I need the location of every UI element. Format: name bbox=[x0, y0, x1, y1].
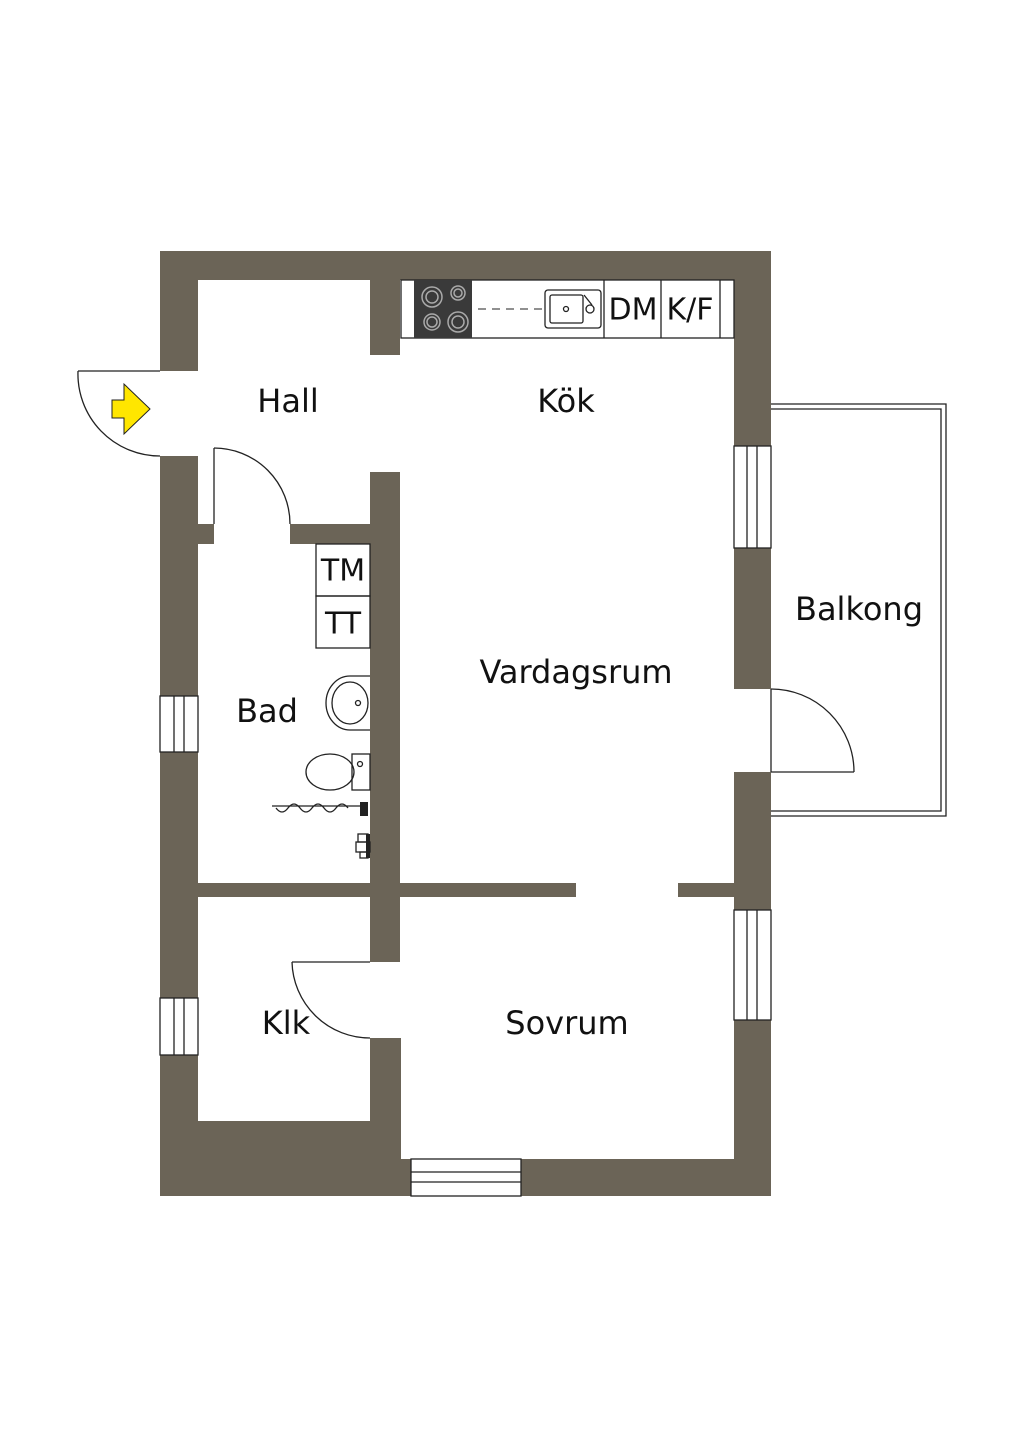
wall-right-2 bbox=[734, 548, 771, 689]
shower-mixer-icon bbox=[355, 833, 371, 859]
balcony bbox=[771, 403, 947, 817]
window-klk bbox=[159, 997, 199, 1056]
wall-divider-right bbox=[678, 883, 734, 897]
entry-arrow-icon bbox=[111, 382, 151, 436]
appliance-label-tm: TM bbox=[320, 554, 365, 589]
room-label-sovrum: Sovrum bbox=[505, 1004, 628, 1042]
window-sovrum-right bbox=[733, 909, 772, 1021]
window-sovrum-bottom bbox=[410, 1158, 522, 1197]
wall-bottom-1 bbox=[160, 1121, 401, 1196]
sink-icon bbox=[544, 289, 602, 329]
wall-klk-right bbox=[370, 1038, 401, 1159]
toilet-icon bbox=[305, 753, 371, 791]
room-label-balkong: Balkong bbox=[795, 590, 923, 628]
appliance-label-tt: TT bbox=[324, 607, 362, 642]
bathroom-fixtures: TM TT bbox=[272, 543, 371, 859]
wall-hall-stub bbox=[370, 280, 400, 355]
bathroom-door[interactable] bbox=[213, 447, 291, 525]
window-vardagsrum bbox=[733, 445, 772, 549]
wall-bottom-2 bbox=[401, 1159, 411, 1196]
wall-bath-right bbox=[370, 472, 400, 962]
room-label-kok: Kök bbox=[537, 382, 595, 420]
wall-bottom-3 bbox=[521, 1159, 771, 1196]
room-label-vardagsrum: Vardagsrum bbox=[479, 653, 672, 691]
wall-bath-top bbox=[290, 524, 370, 544]
klk-door[interactable] bbox=[291, 961, 371, 1039]
room-label-klk: Klk bbox=[262, 1004, 311, 1042]
windows bbox=[159, 445, 772, 1197]
wall-left-2 bbox=[160, 456, 198, 696]
wall-right-1 bbox=[734, 251, 771, 446]
washbasin-icon bbox=[325, 675, 370, 731]
towel-radiator-icon bbox=[272, 802, 368, 816]
balcony-door[interactable] bbox=[770, 688, 855, 773]
room-label-bad: Bad bbox=[236, 692, 298, 730]
room-labels: Hall Kök Balkong Vardagsrum Bad Klk Sovr… bbox=[236, 382, 923, 1042]
wall-bath-stub bbox=[198, 524, 214, 544]
wall-right-3 bbox=[734, 772, 771, 910]
appliance-label-kf: K/F bbox=[666, 293, 713, 328]
wall-top bbox=[160, 251, 771, 280]
stove-icon bbox=[414, 280, 472, 338]
kitchen-counter: DM K/F bbox=[400, 279, 735, 339]
wall-left-1 bbox=[160, 251, 198, 371]
appliance-label-dm: DM bbox=[609, 293, 658, 328]
wall-divider-left bbox=[198, 883, 576, 897]
doors bbox=[77, 370, 855, 1039]
entry-door[interactable] bbox=[77, 370, 161, 457]
room-label-hall: Hall bbox=[257, 382, 318, 420]
window-bad bbox=[159, 695, 199, 753]
wall-left-3 bbox=[160, 752, 198, 998]
walls bbox=[160, 251, 771, 1196]
